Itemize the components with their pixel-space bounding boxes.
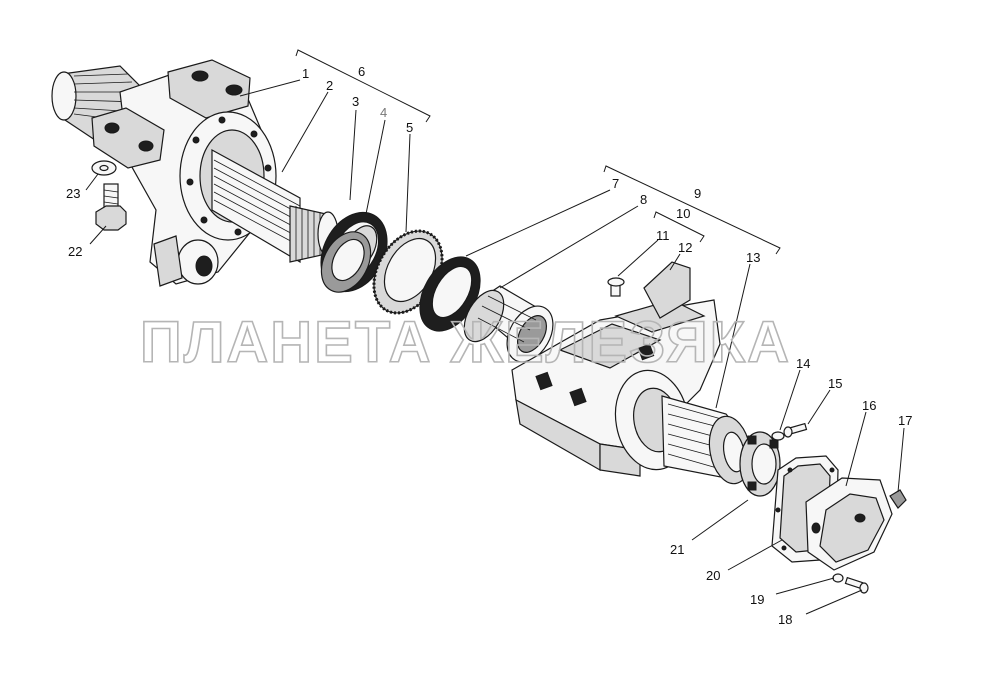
callout-22: 22 bbox=[68, 244, 82, 259]
axle-housing-left bbox=[51, 59, 277, 287]
callout-3: 3 bbox=[352, 94, 359, 109]
leader-lines bbox=[85, 79, 905, 615]
callout-19: 19 bbox=[750, 592, 764, 607]
callout-20: 20 bbox=[706, 568, 720, 583]
plug bbox=[889, 489, 907, 509]
inner-ring bbox=[320, 231, 372, 293]
callout-8: 8 bbox=[640, 192, 647, 207]
cover-cap bbox=[805, 477, 893, 571]
callout-23: 23 bbox=[66, 186, 80, 201]
bolt-15 bbox=[783, 422, 808, 438]
washer-23 bbox=[91, 160, 117, 176]
callout-18: 18 bbox=[778, 612, 792, 627]
pin bbox=[607, 277, 625, 297]
callout-21: 21 bbox=[670, 542, 684, 557]
callout-4: 4 bbox=[380, 105, 387, 120]
callout-2: 2 bbox=[326, 78, 333, 93]
washer-19 bbox=[832, 573, 844, 583]
callout-13: 13 bbox=[746, 250, 760, 265]
callout-6: 6 bbox=[358, 64, 365, 79]
callout-10: 10 bbox=[676, 206, 690, 221]
callout-16: 16 bbox=[862, 398, 876, 413]
callout-7: 7 bbox=[612, 176, 619, 191]
callout-15: 15 bbox=[828, 376, 842, 391]
callout-labels: 1 2 3 4 5 6 7 8 9 10 11 12 13 14 15 16 1… bbox=[66, 64, 912, 627]
callout-14: 14 bbox=[796, 356, 810, 371]
group-bracket-6 bbox=[295, 49, 431, 123]
seal bbox=[419, 256, 481, 332]
slotted-nut bbox=[739, 431, 781, 497]
callout-17: 17 bbox=[898, 413, 912, 428]
callout-9: 9 bbox=[694, 186, 701, 201]
bolt-22 bbox=[95, 183, 127, 231]
group-bracket-9 bbox=[603, 165, 781, 255]
group-bracket-10 bbox=[653, 211, 705, 243]
callout-1: 1 bbox=[302, 66, 309, 81]
watermark-text: ПЛАНЕТА ЖЕЛЕЗЯКА bbox=[140, 310, 791, 375]
bolt-18 bbox=[844, 576, 869, 594]
callout-11: 11 bbox=[656, 228, 670, 243]
bushing bbox=[463, 285, 554, 363]
callout-5: 5 bbox=[406, 120, 413, 135]
washer-14 bbox=[771, 431, 785, 441]
callout-12: 12 bbox=[678, 240, 692, 255]
